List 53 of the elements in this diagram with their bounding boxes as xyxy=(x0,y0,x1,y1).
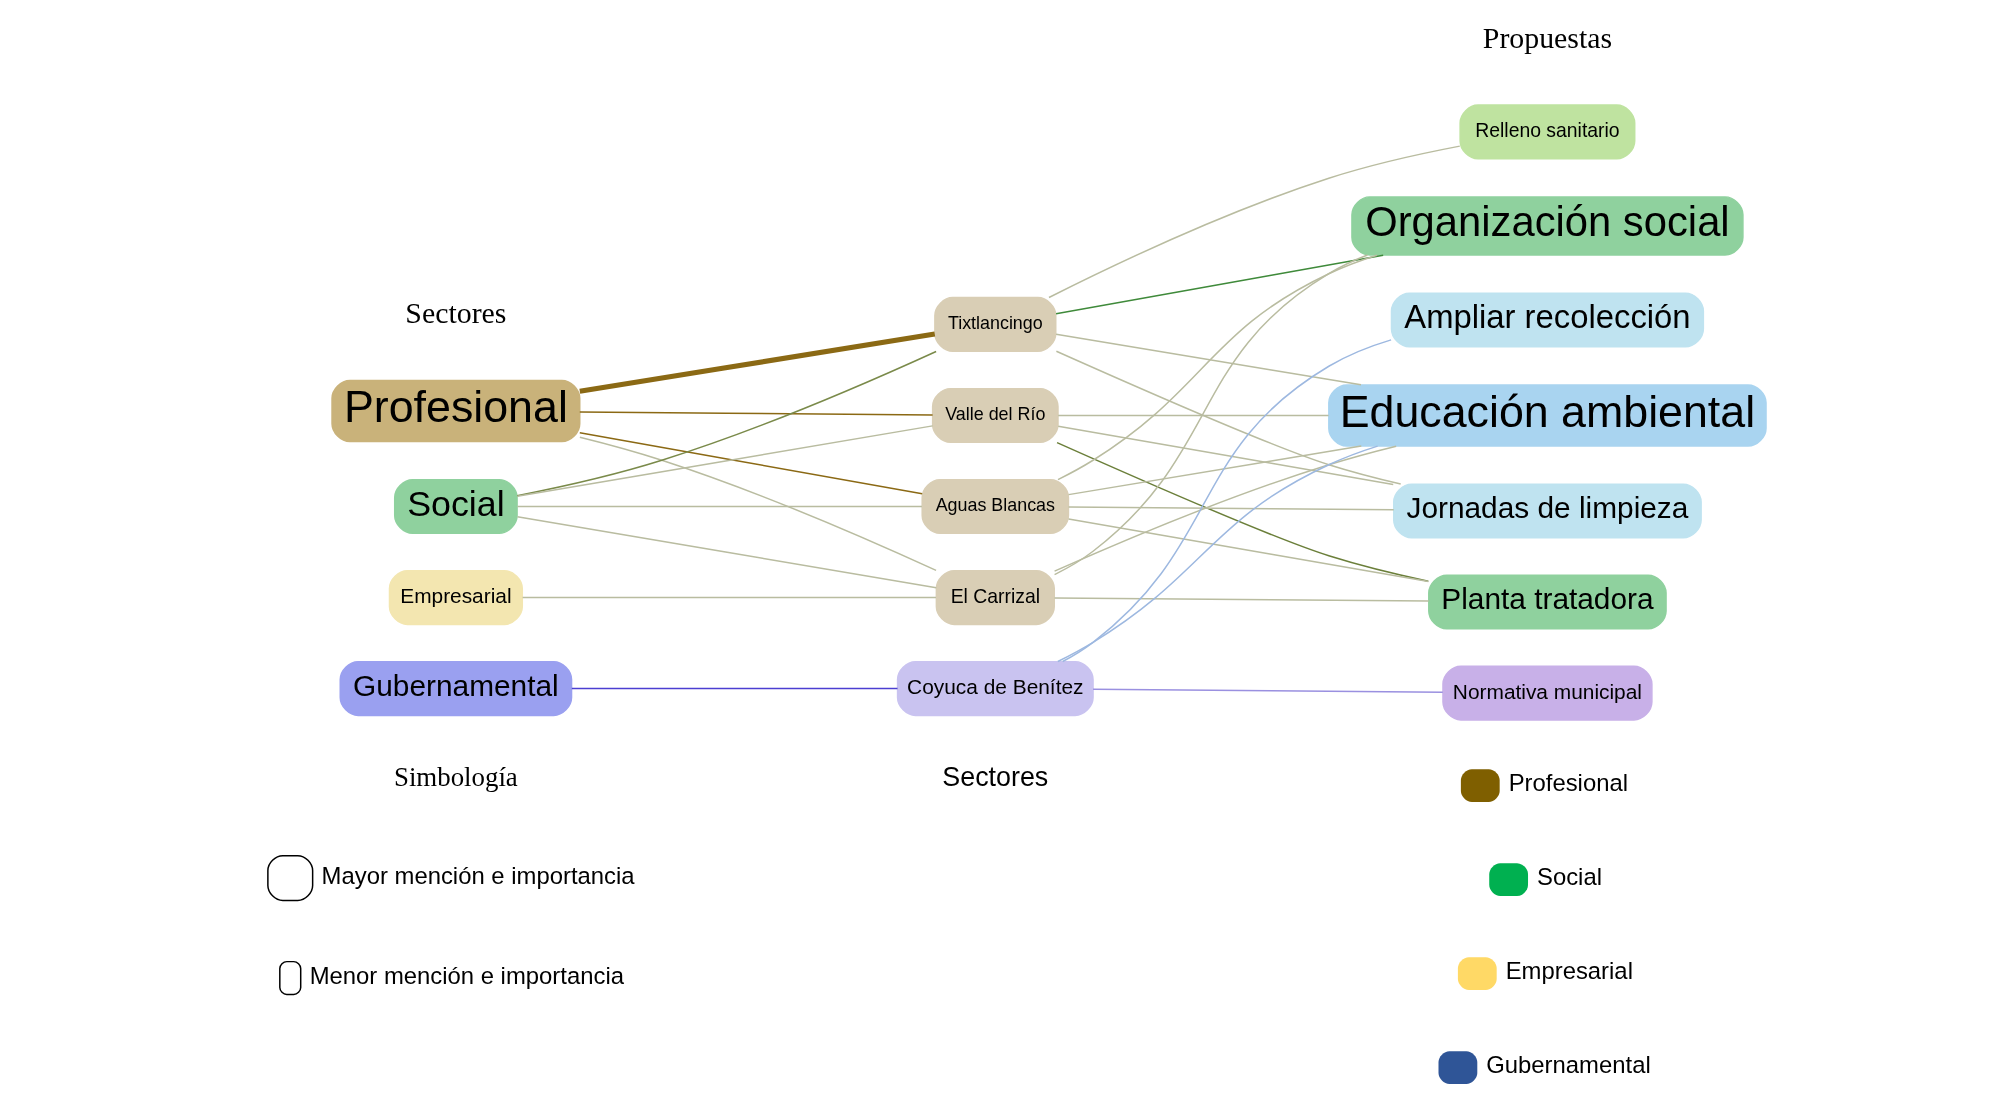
node-box: Aguas Blancas xyxy=(921,478,1070,535)
connector xyxy=(1055,350,1402,485)
node-box: El Carrizal xyxy=(935,569,1055,626)
label: Propuestas xyxy=(1482,21,1613,55)
connector xyxy=(1053,254,1369,576)
legend-label: Empresarial xyxy=(1505,957,1633,985)
connector xyxy=(1067,518,1430,583)
node-box: Social xyxy=(393,478,518,535)
connector xyxy=(579,331,936,394)
legend-label: Mayor mención e importancia xyxy=(321,861,635,889)
legend-label: Gubernamental xyxy=(1486,1051,1651,1079)
connector xyxy=(516,425,934,498)
connector xyxy=(516,515,937,589)
node-box: Normativa municipal xyxy=(1442,665,1653,721)
connector xyxy=(1057,425,1394,486)
node-box: Valle del Río xyxy=(931,387,1059,444)
connector xyxy=(1057,414,1330,417)
connector xyxy=(1067,506,1395,511)
connector xyxy=(516,505,923,508)
node-box: Ampliar recolección xyxy=(1390,292,1705,348)
connector xyxy=(1092,688,1444,693)
node-box: Empresarial xyxy=(388,569,524,626)
connector xyxy=(1053,445,1397,572)
legend-label: Menor mención e importancia xyxy=(309,961,624,989)
connector xyxy=(1057,445,1379,663)
connector xyxy=(516,350,937,497)
connector xyxy=(1061,339,1392,663)
connector xyxy=(1056,441,1429,582)
legend-label: Social xyxy=(1536,863,1602,891)
node-box: Planta tratadora xyxy=(1428,574,1667,630)
connector xyxy=(579,432,923,495)
label: Simbología xyxy=(393,762,518,793)
connector xyxy=(579,436,937,572)
connector xyxy=(521,596,937,599)
node-box: Gubernamental xyxy=(339,660,573,717)
connector xyxy=(571,687,899,690)
node-box: Educación ambiental xyxy=(1328,384,1767,447)
connector xyxy=(1053,597,1430,602)
node-box: Coyuca de Benítez xyxy=(896,660,1094,717)
label: Sectores xyxy=(405,295,507,329)
connector xyxy=(1067,445,1363,496)
node-box: Relleno sanitario xyxy=(1459,104,1636,160)
connector xyxy=(579,411,934,416)
connector xyxy=(1055,254,1384,315)
node-box: Profesional xyxy=(331,379,581,443)
legend-label: Profesional xyxy=(1508,769,1628,797)
node-box: Tixtlancingo xyxy=(934,296,1057,353)
label: Sectores xyxy=(942,762,1049,793)
node-box: Jornadas de limpieza xyxy=(1393,483,1702,539)
connector xyxy=(1048,145,1461,299)
connector xyxy=(1055,333,1362,386)
node-box: Organización social xyxy=(1351,196,1744,256)
connector xyxy=(1057,254,1378,481)
